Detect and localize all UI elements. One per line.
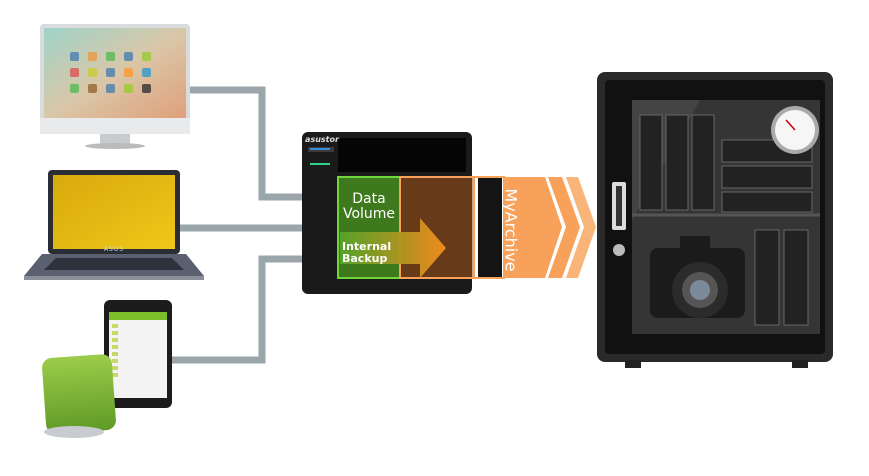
nas-brand-logo: asustor: [305, 135, 339, 144]
desktop-monitor: [40, 24, 190, 149]
tablet: [104, 300, 172, 408]
chevron-icon: [548, 177, 580, 278]
internal-backup-label: Internal Backup: [342, 240, 392, 265]
external-drive: [42, 354, 116, 438]
dry-cabinet: [597, 72, 833, 368]
myarchive-label: MyArchive: [501, 188, 521, 272]
myarchive-band: [504, 177, 562, 278]
internal-backup-arrow: [340, 218, 446, 278]
connector-lines: [172, 86, 322, 364]
chevron-icon: [566, 177, 596, 278]
data-volume-label: Data Volume: [342, 191, 396, 222]
laptop-brand-logo: ASUS: [103, 246, 125, 253]
laptop: [24, 170, 204, 280]
